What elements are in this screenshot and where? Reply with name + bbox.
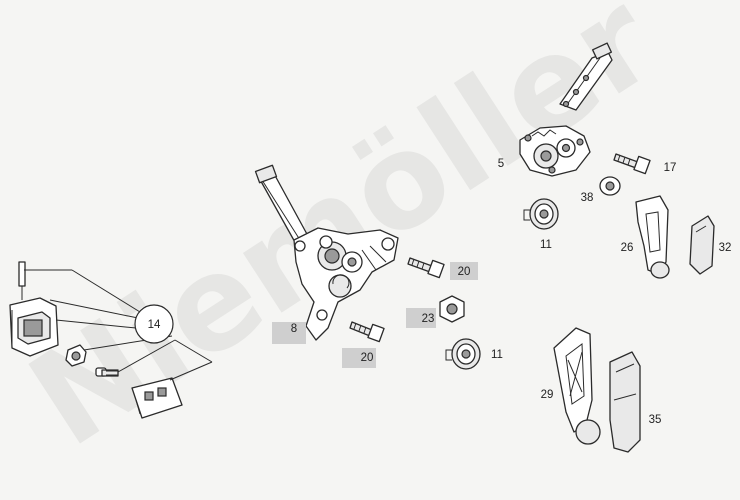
- callout-35: 35: [649, 414, 662, 426]
- part-32-cap: [689, 215, 715, 275]
- roller-11-lower: [445, 338, 481, 370]
- callout-tag-8: [272, 322, 306, 344]
- bolt-20-upper: [407, 257, 445, 279]
- callout-8: 8: [291, 323, 297, 335]
- callout-11-upper: 11: [540, 239, 552, 251]
- bolt-20-lower: [349, 321, 385, 343]
- part-29-bracket: [553, 327, 601, 445]
- roller-11-upper: [523, 198, 559, 230]
- part-5-regulator-motor: [519, 42, 613, 177]
- callout-20-lower: 20: [361, 352, 374, 364]
- callout-tag-23: [406, 308, 436, 328]
- callout-23: 23: [422, 313, 435, 325]
- callout-tag-20-upper: [450, 262, 478, 280]
- callout-38: 38: [581, 192, 594, 204]
- callout-tag-20-lower: [342, 348, 376, 368]
- nut-23: [439, 295, 465, 323]
- callout-29: 29: [541, 389, 554, 401]
- bolt-17: [613, 153, 651, 175]
- callout-17: 17: [664, 162, 677, 174]
- part-8-window-regulator: [254, 164, 399, 341]
- callout-circle-14: [134, 304, 174, 344]
- washer-38: [599, 176, 621, 196]
- callout-20-upper: 20: [458, 266, 471, 278]
- callout-14: 14: [148, 319, 161, 331]
- callout-26: 26: [621, 242, 634, 254]
- part-35-cover: [609, 351, 641, 453]
- part-14-clip-assembly: [9, 261, 183, 419]
- callout-32: 32: [719, 242, 732, 254]
- part-26-bracket: [635, 195, 670, 279]
- callout-5: 5: [498, 158, 504, 170]
- callout-11-lower: 11: [491, 349, 503, 361]
